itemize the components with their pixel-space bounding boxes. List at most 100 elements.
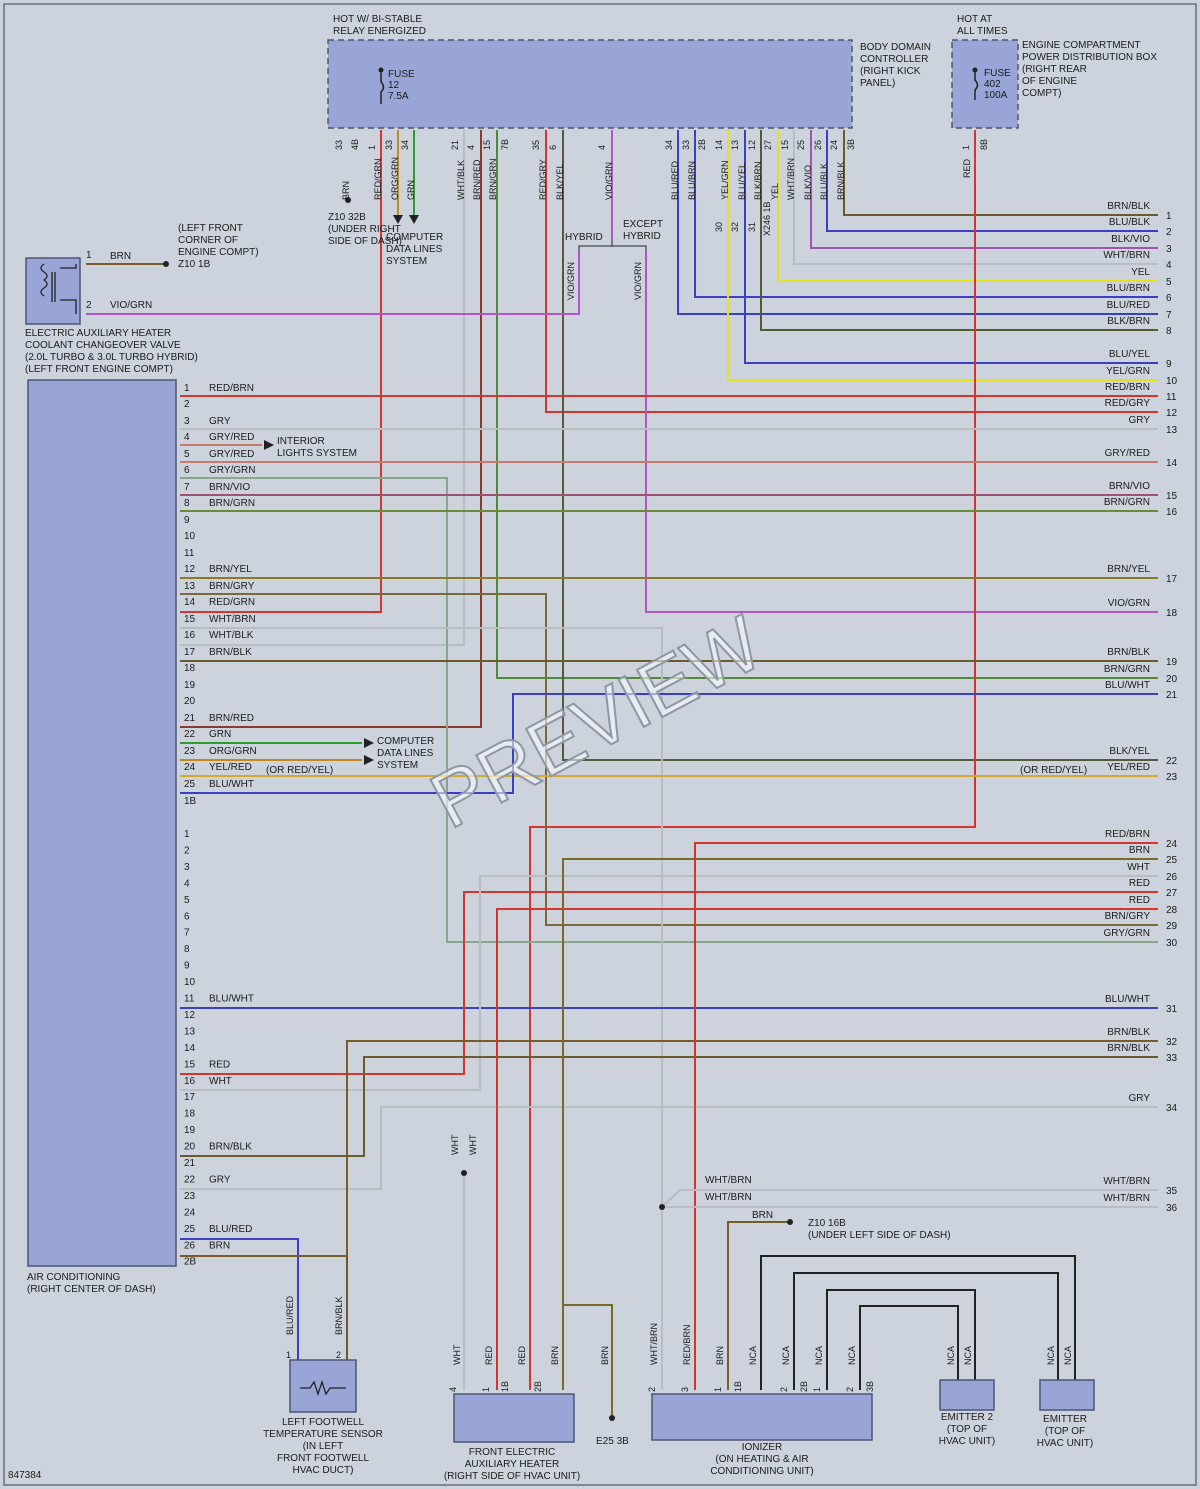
- bdc-fuse-label: FUSE: [388, 69, 415, 80]
- right-wire-label: BLU/RED: [1107, 300, 1150, 311]
- ac-pin-b: 2B: [184, 1257, 197, 1268]
- ac-wire-label: RED/GRN: [209, 597, 255, 608]
- ac-label: AIR CONDITIONING: [27, 1272, 121, 1283]
- right-ref-number: 24: [1166, 839, 1178, 850]
- bdc-wire-label: YEL/GRN: [720, 160, 730, 200]
- right-ref-number: 30: [1166, 938, 1178, 949]
- bdc-wire-label: BLU/BLK: [819, 163, 829, 200]
- sensor-wire-label: BRN/BLK: [334, 1296, 344, 1335]
- right-ref-number: 20: [1166, 674, 1178, 685]
- sensor-pin: 1: [286, 1350, 291, 1360]
- ac-wire-label: ORG/GRN: [209, 746, 257, 757]
- body-domain-controller: [327, 39, 853, 129]
- ac-pin-b: 6: [184, 911, 190, 922]
- ac-pin-a: 4: [184, 432, 190, 443]
- ac-wire-label: WHT/BLK: [209, 630, 254, 641]
- right-wire-label: BRN/GRY: [1105, 911, 1151, 922]
- right-wire-label: YEL/GRN: [1106, 366, 1150, 377]
- ionizer-pin: 2: [845, 1387, 855, 1392]
- right-ref-number: 29: [1166, 921, 1178, 932]
- right-ref-number: 12: [1166, 408, 1178, 419]
- right-wire-label: BLK/BRN: [1107, 316, 1150, 327]
- bdc-wire-label: BRN/GRN: [488, 158, 498, 200]
- sensor-label: LEFT FOOTWELL: [282, 1417, 364, 1428]
- ac-pin-b: 24: [184, 1207, 196, 1218]
- ionizer-pin: 2: [779, 1387, 789, 1392]
- right-wire-label: WHT: [1127, 862, 1150, 873]
- ionizer-wire-label: BRN: [715, 1346, 725, 1365]
- ionizer-pin: 1: [812, 1387, 822, 1392]
- ac-pin-a: 1: [184, 383, 190, 394]
- valve-wire-label: VIO/GRN: [110, 300, 152, 311]
- bdc-ground-label: Z10 32B: [328, 212, 366, 223]
- bdc-label: CONTROLLER: [860, 54, 928, 65]
- ac-pin-b: 25: [184, 1224, 196, 1235]
- bdc-pin: 33: [334, 140, 344, 150]
- right-wire-label: GRY/RED: [1105, 448, 1150, 459]
- hot-times-label: ALL TIMES: [957, 26, 1008, 37]
- heater-wire-label: BRN: [550, 1346, 560, 1365]
- bdc-data-lines: SYSTEM: [386, 256, 427, 267]
- ac-wire-label: BLU/WHT: [209, 994, 254, 1005]
- ac-pin-a: 7: [184, 482, 190, 493]
- right-wire-label: YEL/RED: [1107, 762, 1150, 773]
- right-ref-number: 16: [1166, 507, 1178, 518]
- right-wire-label: BLU/YEL: [1109, 349, 1151, 360]
- valve-label: (2.0L TURBO & 3.0L TURBO HYBRID): [25, 352, 198, 363]
- right-wire-label: BRN/BLK: [1107, 647, 1150, 658]
- bdc-pin: 34: [400, 140, 410, 150]
- bdc-fuse-label: 12: [388, 80, 400, 91]
- ac-data-lines: COMPUTER: [377, 736, 434, 747]
- ac-pin-a: 24: [184, 762, 196, 773]
- wht-label: WHT: [450, 1134, 460, 1155]
- emitter2-label: HVAC UNIT): [939, 1436, 995, 1447]
- ac-wire-label: GRY/RED: [209, 449, 254, 460]
- ac-wire-label: BLU/WHT: [209, 779, 254, 790]
- valve-ground-label: CORNER OF: [178, 235, 238, 246]
- bdc-pin: 4: [466, 145, 476, 150]
- sensor-label: FRONT FOOTWELL: [277, 1453, 369, 1464]
- heater-wire-label: RED: [517, 1345, 527, 1365]
- heater-wire-label: RED: [484, 1345, 494, 1365]
- ac-pin-a: 9: [184, 515, 190, 526]
- ionizer-pin: 2: [647, 1387, 657, 1392]
- ac-wire-label: WHT: [209, 1076, 232, 1087]
- ac-wire-label: BRN/BLK: [209, 647, 252, 658]
- ac-pin-a: 3: [184, 416, 190, 427]
- ionizer-wire-label: NCA: [781, 1346, 791, 1365]
- right-wire-label: GRY: [1129, 415, 1151, 426]
- ionizer-wire-label: WHT/BRN: [649, 1323, 659, 1365]
- valve-label: (LEFT FRONT ENGINE COMPT): [25, 364, 173, 375]
- ac-pin-b: 13: [184, 1026, 196, 1037]
- ac-pin-a: 5: [184, 449, 190, 460]
- right-ref-number: 13: [1166, 425, 1178, 436]
- right-wire-label: BLK/YEL: [1109, 746, 1150, 757]
- bdc-label: (RIGHT KICK: [860, 66, 921, 77]
- bdc-pin: 33: [384, 140, 394, 150]
- bdc-label: BODY DOMAIN: [860, 42, 931, 53]
- ionizer-wire-label: NCA: [748, 1346, 758, 1365]
- bdc-pin: 15: [482, 140, 492, 150]
- bdc-pin: 7B: [500, 139, 510, 150]
- bdc-data-lines: COMPUTER: [386, 232, 443, 243]
- right-ref-number: 21: [1166, 690, 1178, 701]
- ac-pin-a: 13: [184, 581, 196, 592]
- ac-wire-label: BRN/GRN: [209, 498, 255, 509]
- pdb-pin: 8B: [979, 139, 989, 150]
- ac-pin-a: 6: [184, 465, 190, 476]
- right-wire-label: GRY: [1129, 1093, 1151, 1104]
- ac-pin-b: 7: [184, 928, 190, 939]
- right-ref-number: 27: [1166, 888, 1178, 899]
- ionizer-label: (ON HEATING & AIR: [715, 1454, 808, 1465]
- right-ref-number: 5: [1166, 277, 1172, 288]
- heater-pin: 2B: [533, 1381, 543, 1392]
- bdc-pin: 21: [450, 140, 460, 150]
- ionizer-wht-brn: WHT/BRN: [705, 1175, 752, 1186]
- right-ref-number: 8: [1166, 326, 1172, 337]
- emitter2-label: (TOP OF: [947, 1424, 987, 1435]
- x246-pin: 31: [747, 222, 757, 232]
- bdc-pin: 35: [531, 140, 541, 150]
- interior-lights-label: INTERIOR: [277, 436, 325, 447]
- valve-label: ELECTRIC AUXILIARY HEATER: [25, 328, 171, 339]
- bdc-wire-label: BLK/YEL: [555, 163, 565, 200]
